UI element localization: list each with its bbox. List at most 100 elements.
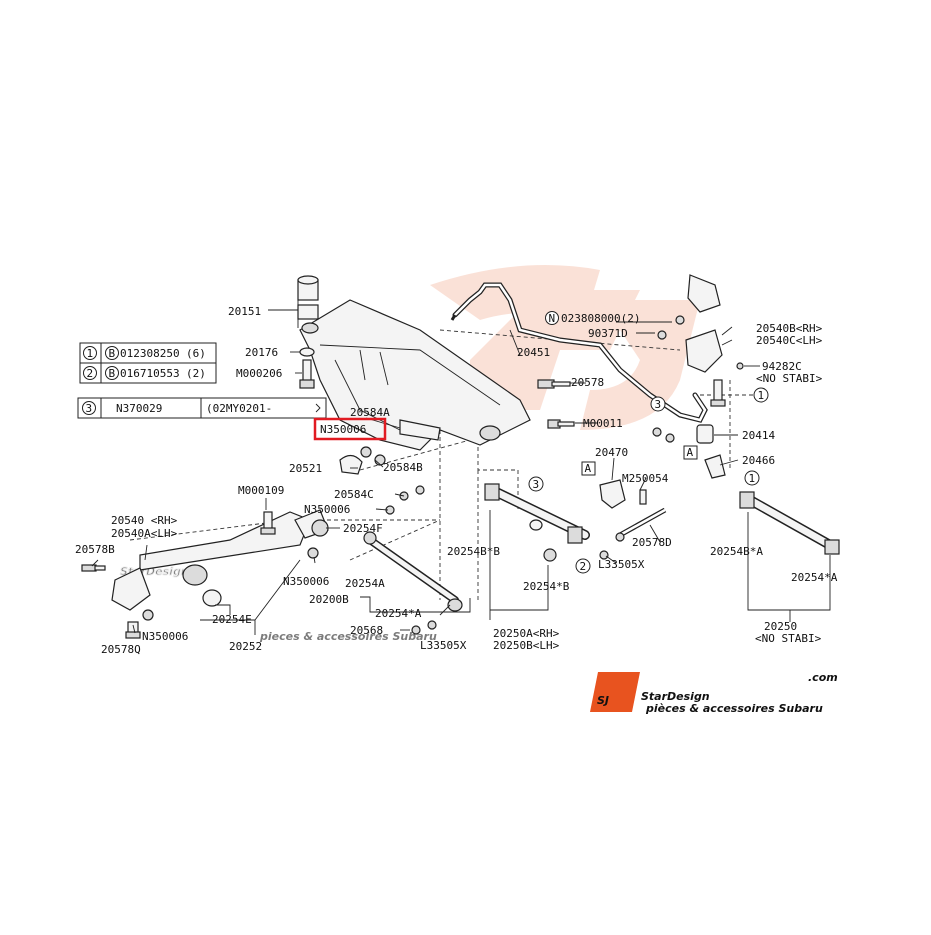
bolt-icon: [125, 621, 141, 639]
callout-2: 2: [580, 560, 587, 573]
watermark-sj-mark: [470, 290, 640, 410]
label-20254a-3: 20254*A: [791, 571, 838, 584]
label-no-stabi: <NO STABI>: [756, 372, 823, 385]
nut-icon: [360, 446, 372, 458]
label-20250: 20250: [764, 620, 797, 633]
label-20578d: 20578D: [632, 536, 672, 549]
label-20578b: 20578B: [75, 543, 115, 556]
logo-mark-icon: [590, 672, 640, 712]
nut-icon: [415, 485, 425, 495]
table-row-2-part: 016710553: [120, 367, 180, 380]
label-20254a-2: 20254*A: [375, 607, 422, 620]
label-m000109: M000109: [238, 484, 284, 497]
label-m250054: M250054: [622, 472, 669, 485]
circle-number-icon: [83, 346, 97, 360]
label-20521: 20521: [289, 462, 322, 475]
ref-a: A: [585, 462, 592, 475]
label-20254a: 20254A: [345, 577, 385, 590]
guide-lines: [129, 329, 760, 600]
bracket-icon: [399, 419, 441, 441]
nut-icon: [736, 362, 744, 370]
part-labels: 20151 20176 M000206 20584A N350006 20521…: [75, 305, 838, 656]
circle-number-icon: [83, 366, 97, 380]
callout-2-icon: [575, 558, 591, 574]
nut-icon: [599, 550, 609, 560]
link-arm-20200B: [363, 531, 463, 635]
callout-1: 1: [749, 472, 756, 485]
bolt-icon: [537, 379, 571, 389]
label-l33505x: L33505X: [420, 639, 467, 652]
nut-icon: [615, 532, 625, 542]
table-row-2-prefix: B: [109, 367, 116, 380]
table-row-1-prefix: B: [109, 347, 116, 360]
label-no-stabi: <NO STABI>: [755, 632, 822, 645]
label-20254b: 20254*B: [523, 580, 570, 593]
bracket-icon: [685, 329, 723, 373]
label-20568: 20568: [350, 624, 383, 637]
logo-tagline: pièces & accessoires Subaru: [645, 702, 823, 715]
label-20254e: 20254E: [212, 613, 252, 626]
table-row-3: [77, 397, 327, 419]
stardesign-logo: SJ StarDesign .com pièces & accessoires …: [590, 671, 838, 715]
callout-3-icon: [650, 396, 666, 412]
bracket-icon: [687, 274, 721, 313]
bolt-icon: [81, 564, 106, 572]
link-icon: [704, 454, 726, 479]
label-20176: 20176: [245, 346, 278, 359]
table-row-2-circle: 2: [87, 367, 94, 380]
callout-1: 1: [758, 389, 765, 402]
label-20254bb: 20254B*B: [447, 545, 500, 558]
highlight-box: [313, 417, 387, 441]
bolt-icon: [639, 489, 647, 505]
nut-icon: [675, 315, 685, 325]
label-94282c: 94282C: [762, 360, 802, 373]
stabilizer-bar-20451: [450, 282, 708, 423]
label-20584c: 20584C: [334, 488, 374, 501]
label-20466: 20466: [742, 454, 775, 467]
nut-icon: [665, 433, 675, 443]
link-arm-20250A: [484, 483, 590, 562]
circle-n-icon: [545, 311, 559, 325]
table-row-1-part: 012308250: [120, 347, 180, 360]
logo-mark: SJ: [597, 694, 609, 707]
label-20254f: 20254F: [343, 522, 383, 535]
label-20250b-lh: 20250B<LH>: [493, 639, 560, 652]
label-20470: 20470: [595, 446, 628, 459]
table-row-3-range: (02MY0201-: [206, 402, 272, 415]
label-20578q: 20578Q: [101, 643, 141, 656]
ref-a-box: [581, 461, 596, 476]
table-row-2: [79, 362, 217, 384]
washer-icon: [299, 347, 315, 357]
label-n350006: N350006: [304, 503, 350, 516]
callout-1-icon: [753, 387, 769, 403]
cap-icon: [339, 454, 363, 475]
label-023808000: 023808000(2): [561, 312, 640, 325]
label-n350006: N350006: [283, 575, 329, 588]
label-20540a-lh: 20540A<LH>: [111, 527, 178, 540]
label-m000206: M000206: [236, 367, 282, 380]
legend-table: 1 B 012308250 (6) 2 B 016710553 (2) 3 N3…: [77, 342, 327, 419]
bushing-icon: [297, 275, 319, 320]
callout-3: 3: [533, 478, 540, 491]
watermark-sj-mark-2: [580, 300, 700, 430]
bolt-icon: [299, 359, 315, 389]
nut-icon: [411, 625, 421, 635]
logo-domain: .com: [808, 671, 838, 684]
label-90371d: 90371D: [588, 327, 628, 340]
highlighted-part-number: N350006: [320, 423, 366, 436]
bolt-icon: [260, 511, 276, 535]
nut-icon: [427, 620, 437, 630]
circle-number-icon: [82, 401, 96, 415]
label-20584a: 20584A: [350, 406, 390, 419]
nut-icon: [142, 609, 154, 621]
circle-n-label: N: [549, 312, 556, 325]
callout-3: 3: [655, 398, 662, 411]
table-row-2-qty: (2): [186, 367, 206, 380]
label-20254ba: 20254B*A: [710, 545, 763, 558]
callouts: 1 1 2 3 3 A A N: [528, 311, 769, 574]
table-row-3-part: N370029: [116, 402, 162, 415]
table-row-3-circle: 3: [86, 402, 93, 415]
bolt-icon: [710, 379, 726, 407]
